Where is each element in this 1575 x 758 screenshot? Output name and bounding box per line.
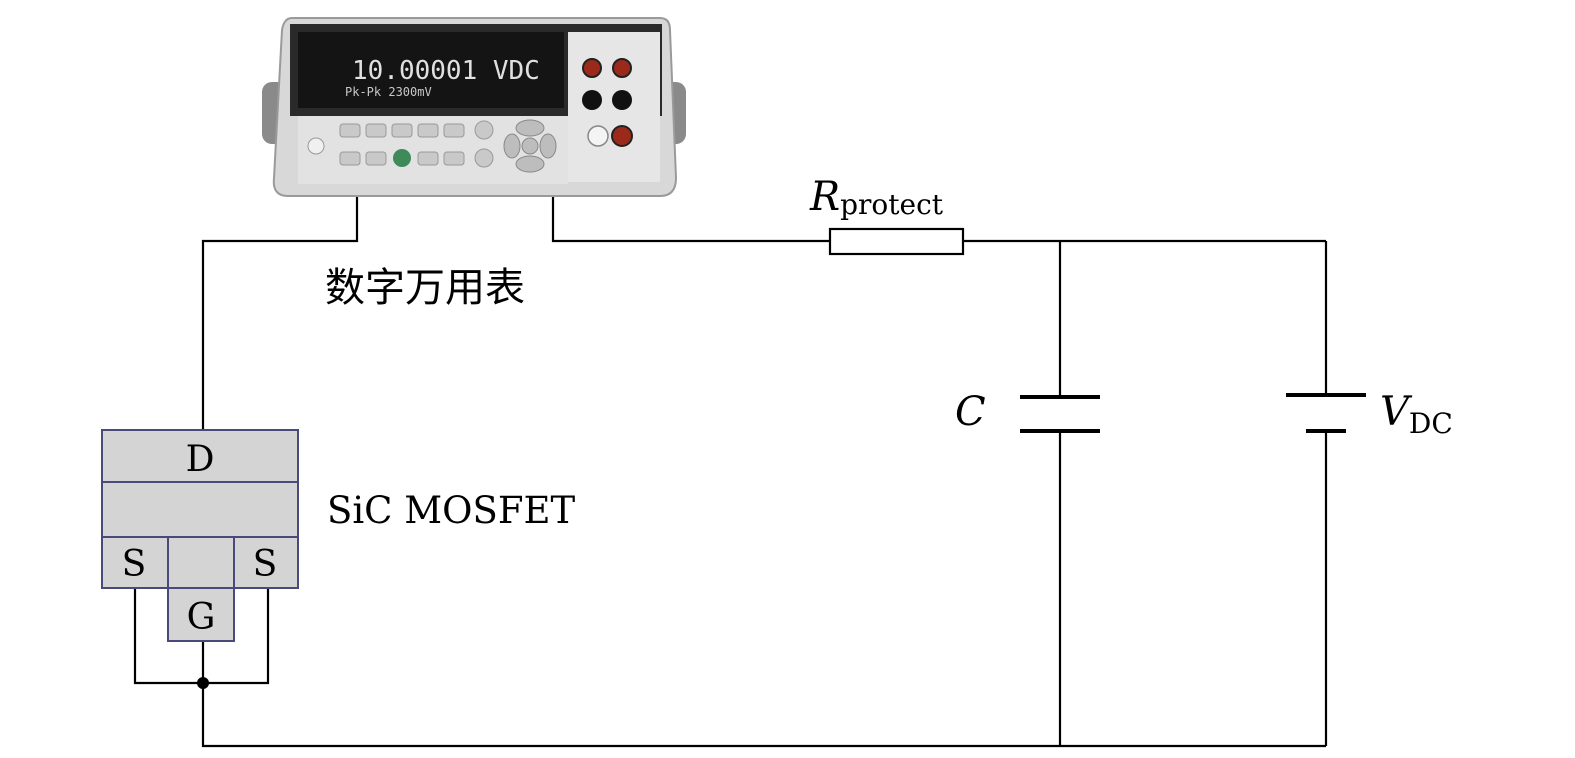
- capacitor: C: [955, 389, 1100, 435]
- mosfet-gate-label: G: [187, 597, 216, 638]
- wire-meter-to-drain: [201, 196, 359, 430]
- multimeter-jack-6: [611, 125, 633, 147]
- mosfet-source-right-block: [233, 536, 299, 589]
- resistor-symbol: R: [809, 174, 840, 220]
- multimeter-jack-1: [582, 58, 602, 78]
- multimeter-display-main: 10.00001 VDC: [352, 56, 540, 86]
- mosfet-gate-column: [167, 536, 235, 589]
- mosfet-gate-block: [167, 587, 235, 642]
- wires: [133, 196, 1328, 748]
- multimeter-screen: [298, 32, 564, 108]
- multimeter-power-knob: [307, 137, 325, 155]
- mosfet-labels: D S S G SiC MOSFET: [122, 439, 576, 638]
- mosfet: [101, 429, 299, 642]
- junction-dot: [197, 677, 209, 689]
- dc-source: VDC: [1286, 389, 1453, 440]
- wire-meter-to-resistor: [551, 196, 830, 243]
- multimeter-jack-panel: [568, 32, 660, 182]
- multimeter-jack-2: [612, 58, 632, 78]
- resistor: Rprotect: [809, 174, 965, 256]
- resistor-body: [828, 227, 965, 256]
- multimeter-jack-4: [612, 90, 632, 110]
- multimeter-jack-3: [582, 90, 602, 110]
- svg-text:VDC: VDC: [1380, 389, 1453, 440]
- mosfet-source-left-label: S: [122, 544, 147, 585]
- resistor-subscript: protect: [840, 188, 944, 221]
- svg-text:Rprotect: Rprotect: [809, 174, 944, 221]
- mosfet-body-block: [101, 481, 299, 538]
- mosfet-drain-label: D: [186, 439, 215, 480]
- wire-bottom-rail: [201, 683, 1326, 748]
- multimeter-display-sub: Pk-Pk 2300mV: [345, 85, 432, 99]
- multimeter-buttons: [339, 120, 494, 168]
- source-subscript: DC: [1409, 407, 1453, 440]
- multimeter: 10.00001 VDC Pk-Pk 2300mV: [262, 17, 686, 197]
- multimeter-label: 数字万用表: [325, 265, 525, 311]
- multimeter-jack-5: [587, 125, 609, 147]
- mosfet-name: SiC MOSFET: [327, 489, 575, 532]
- multimeter-green-button: [393, 149, 411, 167]
- multimeter-nav-pad: [503, 119, 557, 173]
- source-symbol: V: [1380, 389, 1413, 435]
- mosfet-source-right-label: S: [253, 544, 278, 585]
- capacitor-symbol: C: [955, 389, 986, 435]
